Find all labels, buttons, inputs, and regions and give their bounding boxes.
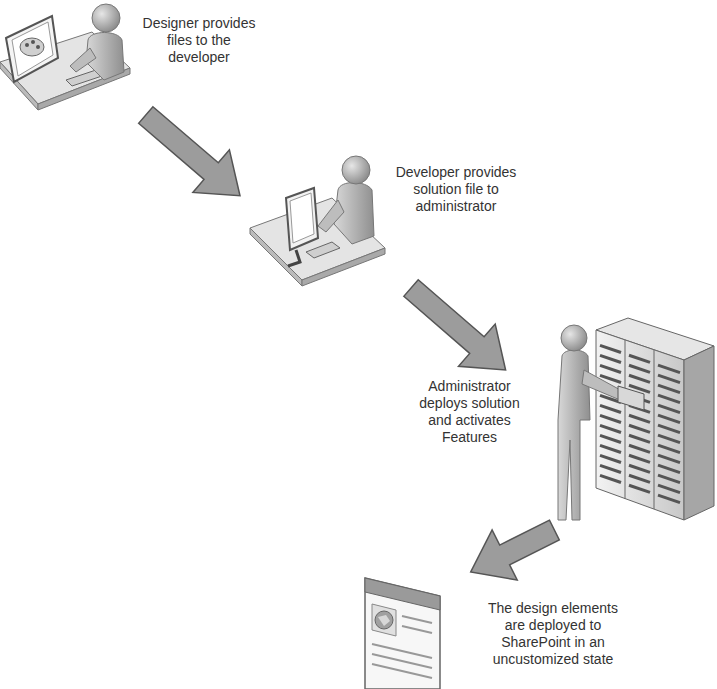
server-slot bbox=[600, 425, 621, 432]
server-slot bbox=[600, 415, 621, 422]
server-slot bbox=[658, 385, 680, 392]
server-slot bbox=[600, 455, 621, 462]
administrator-figure bbox=[558, 325, 644, 520]
flow-arrow bbox=[139, 107, 240, 196]
stage-caption: The design elements are deployed to Shar… bbox=[482, 600, 624, 668]
server-slot bbox=[658, 395, 680, 402]
stage-caption: Administrator deploys solution and activ… bbox=[412, 378, 527, 446]
server-racks bbox=[596, 318, 714, 520]
server-slot bbox=[658, 425, 680, 432]
developer-figure bbox=[250, 156, 385, 286]
server-slots bbox=[600, 345, 680, 502]
server-slot bbox=[629, 365, 650, 372]
flow-arrow bbox=[471, 520, 560, 580]
stage-caption: Developer provides solution file to admi… bbox=[390, 164, 522, 215]
server-slot bbox=[658, 435, 680, 442]
server-slot bbox=[658, 375, 680, 382]
web-page-icon bbox=[365, 578, 440, 689]
server-slot bbox=[600, 345, 621, 352]
process-stage: Administrator deploys solution and activ… bbox=[408, 370, 713, 530]
server-slot bbox=[658, 455, 680, 462]
process-stage: The design elements are deployed to Shar… bbox=[360, 572, 630, 687]
server-slot bbox=[658, 475, 680, 482]
server-slot bbox=[600, 445, 621, 452]
designer-figure bbox=[0, 4, 130, 110]
server-slot bbox=[629, 465, 650, 472]
server-slot bbox=[629, 485, 650, 492]
server-slot bbox=[629, 445, 650, 452]
server-slot bbox=[600, 465, 621, 472]
server-slot bbox=[658, 495, 680, 502]
server-slot bbox=[658, 465, 680, 472]
server-slot bbox=[658, 405, 680, 412]
stage-caption: Designer provides files to the developer bbox=[135, 15, 263, 66]
server-slot bbox=[629, 455, 650, 462]
server-slot bbox=[658, 365, 680, 372]
server-slot bbox=[600, 475, 621, 482]
server-slot bbox=[629, 425, 650, 432]
server-slot bbox=[629, 415, 650, 422]
process-stage: Designer provides files to the developer bbox=[0, 0, 265, 115]
server-slot bbox=[658, 415, 680, 422]
server-slot bbox=[600, 355, 621, 362]
server-slot bbox=[658, 485, 680, 492]
server-slot bbox=[629, 435, 650, 442]
server-slot bbox=[629, 475, 650, 482]
server-slot bbox=[629, 355, 650, 362]
process-stage: Developer provides solution file to admi… bbox=[240, 160, 525, 288]
server-slot bbox=[629, 375, 650, 382]
server-slot bbox=[600, 435, 621, 442]
server-slot bbox=[600, 365, 621, 372]
server-slot bbox=[658, 445, 680, 452]
server-slot bbox=[600, 405, 621, 412]
flow-arrow bbox=[404, 280, 506, 370]
